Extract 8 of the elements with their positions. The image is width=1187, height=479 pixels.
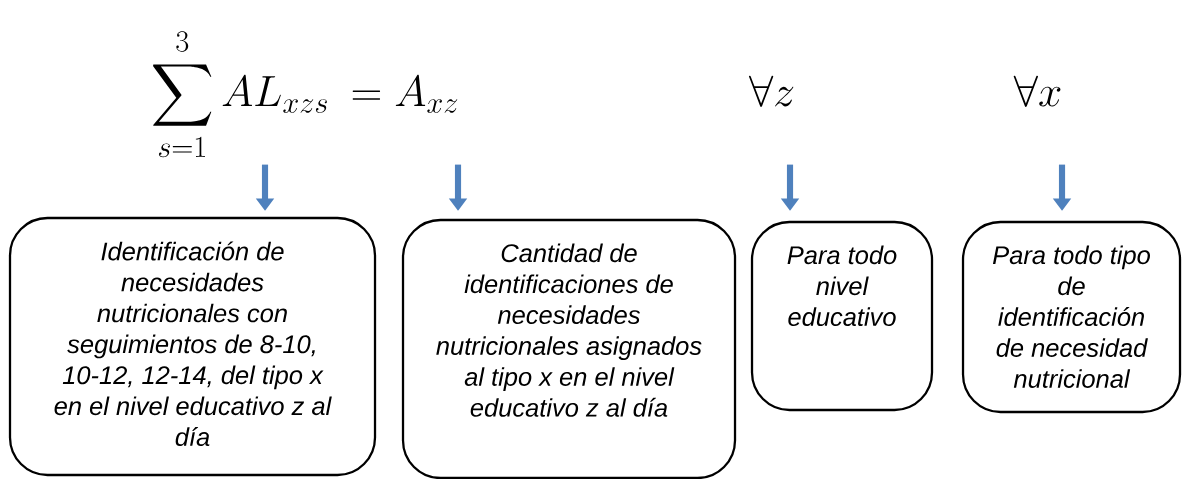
rounded-box: Cantidad de identificaciones de necesidades nutricionales asignados al tipo x en el nivel educativo z al día — [401, 218, 737, 479]
formula: $\sum_{s=1}^{3} AL_{xzs}$ — [153, 31, 327, 158]
formula: $= A_{xz}$ — [352, 74, 458, 113]
rounded-box: Para todo tipo de identificación de necesidad nutricional — [961, 220, 1182, 414]
rounded-box: Identificación de necesidades nutricionales con seguimientos de 8-10, 10-12, 12-14, del tipo x en el nivel educativo z al día — [8, 216, 377, 477]
formula: $\forall x$ — [1013, 75, 1061, 107]
formula: $\forall z$ — [748, 75, 794, 107]
rounded-box: Para todo nivel educativo — [750, 220, 934, 412]
